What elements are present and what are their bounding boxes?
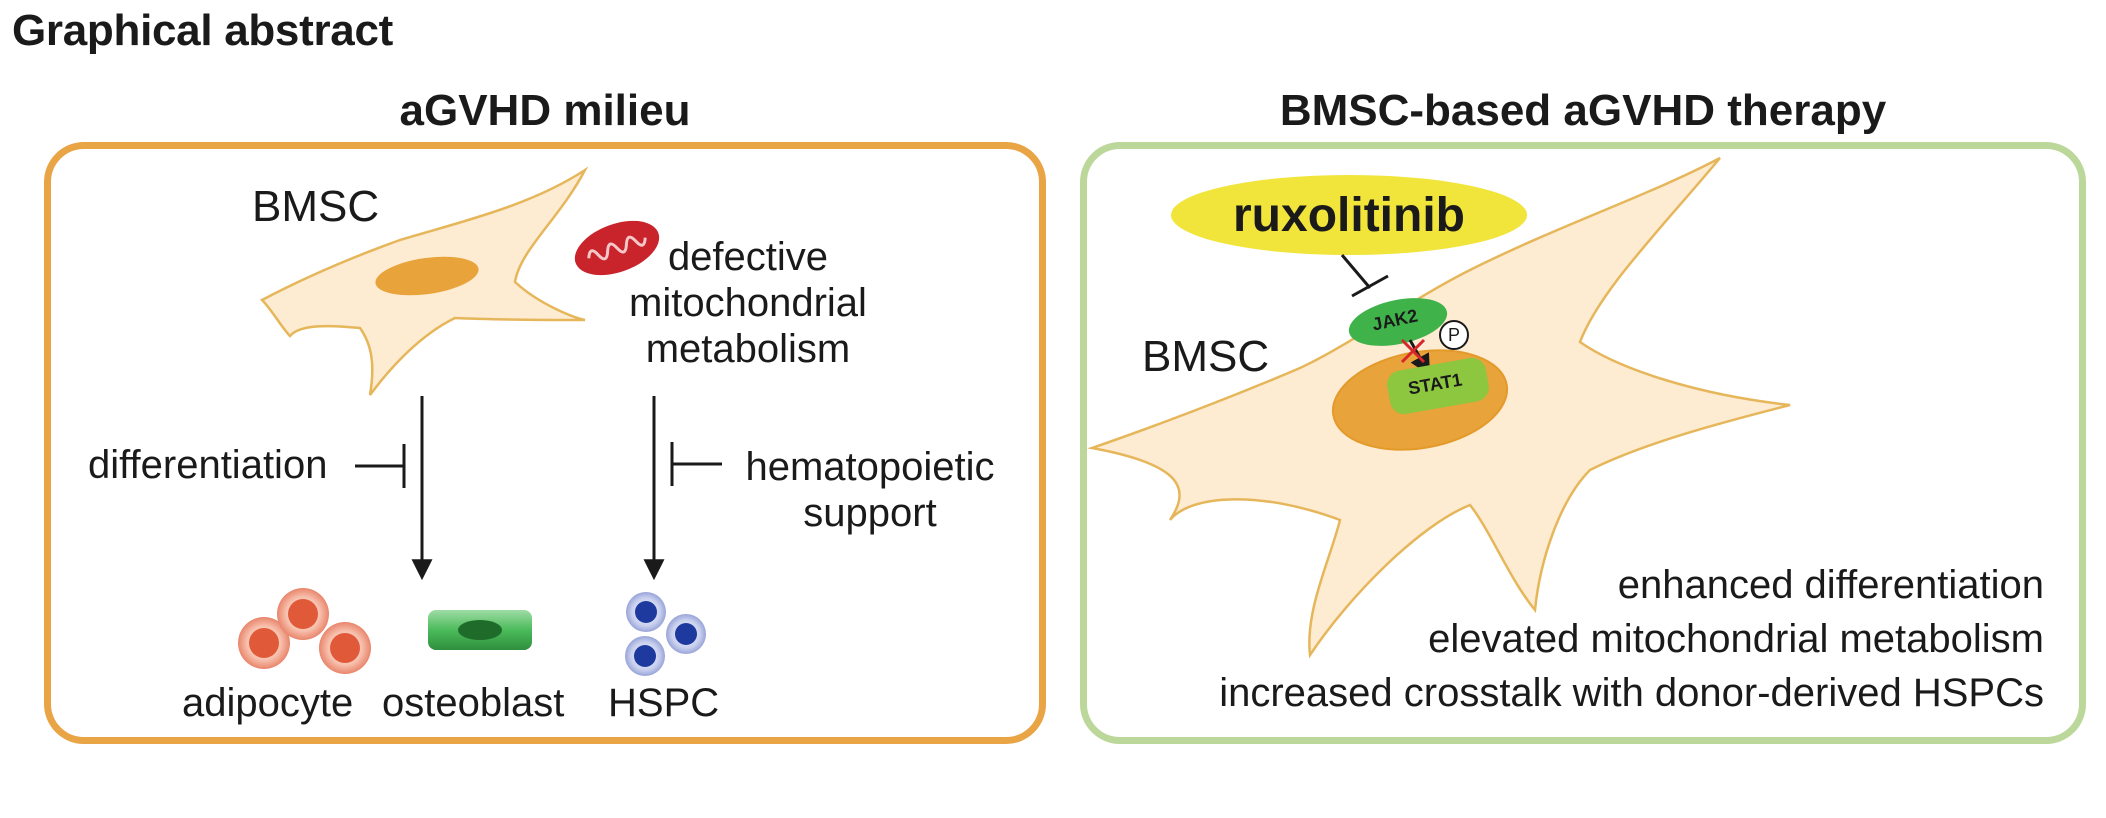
ruxolitinib-ellipse (1171, 175, 1527, 255)
hspc-label: HSPC (608, 681, 720, 725)
mito-label: defective mitochondrial metabolism (618, 234, 878, 372)
hematopoietic-support-label: hematopoietic support (730, 444, 1010, 536)
inhibit-jak2-line (1340, 254, 1372, 289)
page-title: Graphical abstract (12, 6, 393, 55)
hematopoietic-line-1: hematopoietic (745, 445, 995, 489)
adipocyte-icon (238, 588, 371, 674)
nucleus-left (375, 256, 479, 296)
left-panel-title: aGVHD milieu (399, 86, 691, 135)
differentiation-label: differentiation (88, 443, 328, 487)
phospho-circle (1439, 320, 1469, 350)
hspc-icon (625, 592, 706, 676)
osteoblast-icon (428, 610, 532, 650)
jak2-ellipse (1348, 298, 1448, 346)
osteoblast-label: osteoblast (382, 681, 565, 725)
effect-3: increased crosstalk with donor-derived H… (1219, 671, 2044, 715)
effect-2: elevated mitochondrial metabolism (1428, 617, 2044, 661)
right-panel-title: BMSC-based aGVHD therapy (1279, 86, 1887, 135)
bmsc-label-right: BMSC (1142, 332, 1270, 381)
mito-label-line-1: defective (667, 235, 829, 279)
inhibit-jak2-bar (1351, 274, 1389, 298)
adipocyte-label: adipocyte (182, 681, 354, 725)
ruxolitinib-label: ruxolitinib (1233, 189, 1465, 242)
phospho-label: P (1447, 325, 1460, 345)
effect-1: enhanced differentiation (1617, 563, 2044, 607)
mito-label-line-2: mitochondrial (629, 281, 867, 325)
left-panel-frame (44, 142, 1046, 744)
effects-list: enhanced differentiation elevated mitoch… (1120, 558, 2044, 720)
bmsc-label-left: BMSC (252, 182, 380, 231)
stat1-box (1387, 357, 1489, 415)
mitochondria-icon (574, 220, 660, 276)
block-cross-2 (1400, 338, 1426, 364)
hematopoietic-line-2: support (803, 491, 937, 535)
mito-label-line-3: metabolism (645, 327, 851, 371)
